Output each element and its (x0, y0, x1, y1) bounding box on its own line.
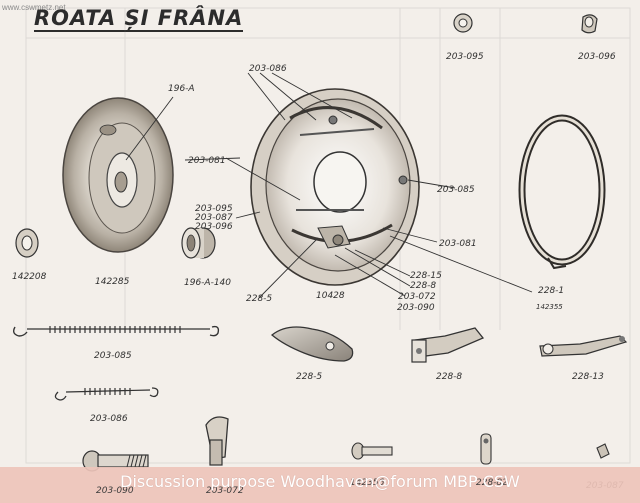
label-203-095-top: 203-095 (446, 52, 484, 62)
bushing-icon (181, 227, 216, 259)
nut-203-095-icon (453, 13, 473, 33)
label-142355: 142355 (536, 303, 563, 311)
label-196-a: 196-A (168, 84, 195, 94)
watermark-band (0, 467, 640, 503)
footer-label-203-090: 203-090 (96, 486, 134, 496)
clevis-icon (480, 433, 492, 465)
cam-lever-icon (270, 326, 354, 362)
bolt-icon (82, 450, 149, 472)
label-228-1: 228-1 (538, 286, 565, 296)
watermark-url: www.cswmetz.net (2, 3, 66, 12)
watermark-text: Discussion purpose Woodhaven@forum MBP C… (120, 472, 520, 491)
brake-band-icon (518, 114, 606, 270)
label-228-8-lower: 228-8 (436, 372, 463, 382)
nut-203-096-icon (581, 14, 598, 34)
label-203-087-mid: 203-087 (195, 213, 233, 223)
label-203-081-left: 203-081 (188, 156, 226, 166)
footer-label-203-072: 203-072 (206, 486, 244, 496)
label-142208: 142208 (12, 272, 47, 282)
label-142285: 142285 (95, 277, 130, 287)
label-228-5-upper: 228-5 (246, 294, 273, 304)
wheel-tire-icon (62, 97, 174, 253)
label-203-096-top: 203-096 (578, 52, 616, 62)
bracket-icon (411, 327, 485, 363)
label-228-15: 228-15 (410, 271, 442, 281)
label-203-096-mid: 203-096 (195, 222, 233, 232)
footer-label-228-82: 228-82 (476, 478, 508, 488)
washer-142208-icon (15, 228, 39, 258)
label-196-a-140: 196-A-140 (184, 278, 232, 288)
label-203-086-top: 203-086 (249, 64, 287, 74)
long-spring-icon (12, 325, 220, 337)
label-203-081-right: 203-081 (439, 239, 477, 249)
label-203-095-mid: 203-095 (195, 204, 233, 214)
page-title: ROATA ȘI FRÂNA (34, 6, 244, 32)
lever-arm-icon (539, 335, 628, 357)
label-10428: 10428 (316, 291, 345, 301)
brake-drum-assembly-icon (250, 88, 420, 286)
label-228-8-upper: 228-8 (410, 281, 437, 291)
label-228-5-lower: 228-5 (296, 372, 323, 382)
footer-label-142356: 142356 (350, 478, 385, 488)
label-203-072-upper: 203-072 (398, 292, 436, 302)
shaft-icon (205, 416, 229, 466)
label-228-13: 228-13 (572, 372, 604, 382)
label-203-090-upper: 203-090 (397, 303, 435, 313)
small-clip-icon (596, 443, 610, 459)
leader-lines (125, 72, 533, 299)
short-spring-icon (54, 387, 159, 401)
pin-icon (351, 442, 393, 460)
label-203-085-right: 203-085 (437, 185, 475, 195)
label-203-086-spring: 203-086 (90, 414, 128, 424)
label-203-085-spring: 203-085 (94, 351, 132, 361)
